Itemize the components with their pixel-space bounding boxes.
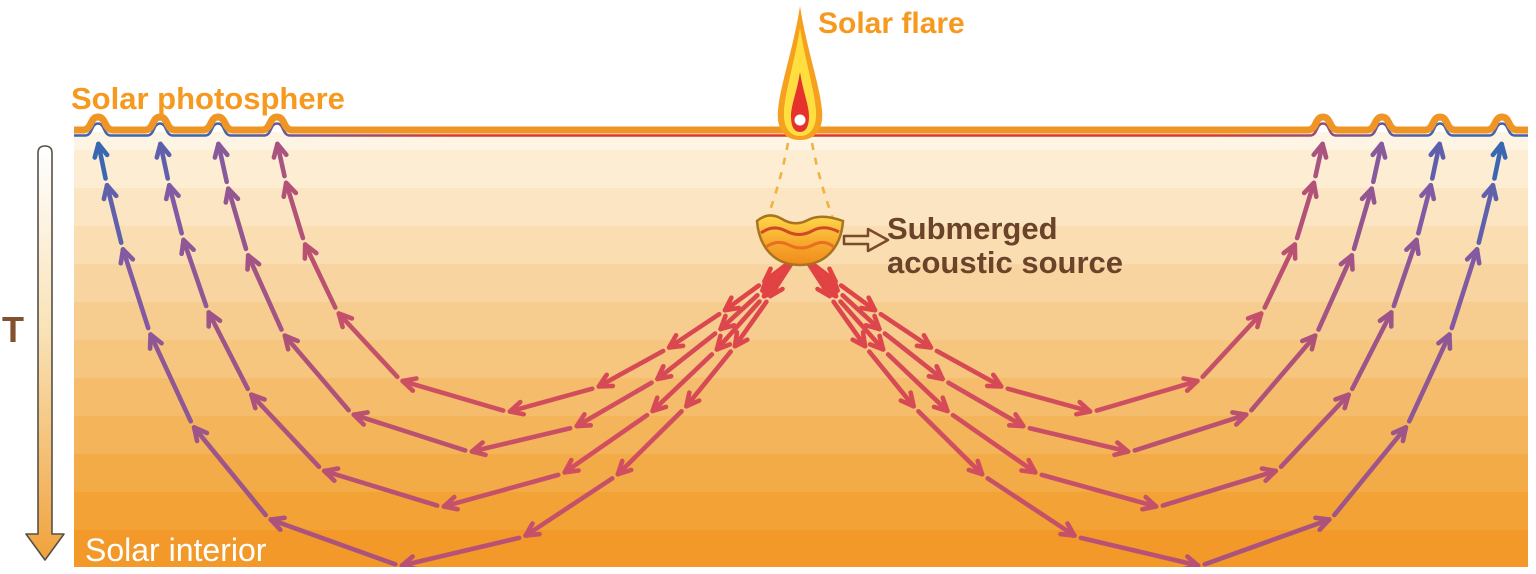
- flame-origin-dot: [794, 114, 806, 126]
- gradient-down-arrow-icon: [25, 145, 65, 561]
- solar-interior-label: Solar interior: [85, 532, 267, 568]
- right-arrow-outline-icon: [842, 227, 890, 253]
- solar-flare-label: Solar flare: [818, 7, 965, 40]
- wavy-bowl-icon: [755, 214, 845, 267]
- temperature-label: T: [2, 309, 24, 350]
- source-wave-stripe-1: [760, 226, 840, 236]
- acoustic-ray-arrows: [92, 141, 1508, 567]
- source-label-line1: Submerged: [887, 211, 1058, 246]
- solar-photosphere-label: Solar photosphere: [71, 81, 345, 116]
- source-wave-stripe-2: [765, 240, 835, 250]
- source-label-line2: acoustic source: [887, 245, 1123, 280]
- flame-icon: [777, 6, 823, 140]
- submerged-acoustic-source-label: Submerged acoustic source: [887, 211, 1123, 280]
